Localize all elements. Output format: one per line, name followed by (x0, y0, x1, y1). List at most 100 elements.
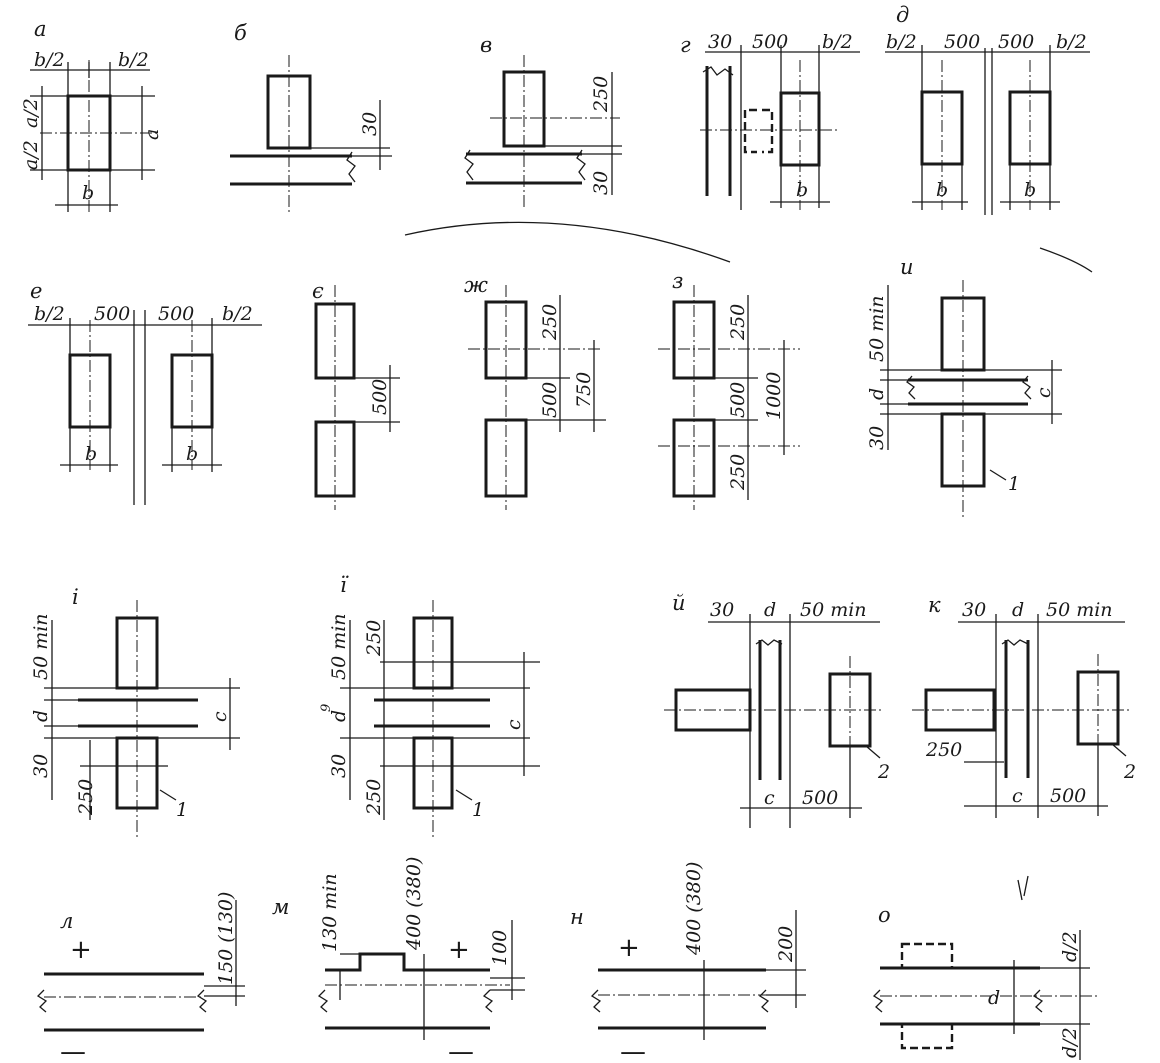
dim-50min: 50 min (30, 613, 52, 680)
dim-250-upper: 250 (727, 304, 749, 341)
dim-b2-right: b/2 (222, 303, 253, 325)
panel-i2: і 50 min d 30 250 c 1 (30, 585, 240, 840)
dim-200: 200 (775, 926, 797, 963)
dim-d2-lower: d/2 (1059, 1027, 1081, 1058)
panel-z: з 250 500 250 1000 (658, 269, 800, 510)
callout-2: 2 (877, 761, 890, 783)
panel-g: г 30 500 b/2 b (680, 31, 860, 210)
dim-500-right: 500 (998, 31, 1034, 53)
dim-500: 500 (752, 31, 788, 53)
sketch-arc (404, 221, 731, 263)
column-upper (314, 302, 356, 380)
dim-c: c (1033, 387, 1055, 398)
panel-label-a: а (34, 17, 47, 41)
panel-label-n: н (570, 905, 584, 929)
dim-b: b (796, 179, 808, 201)
panel-o: о d d/2 d/2 (872, 875, 1100, 1060)
panel-label-zh: ж (464, 273, 488, 297)
dim-30: 30 (866, 426, 888, 450)
panel-label-ye: є (312, 279, 324, 303)
dim-250: 250 (590, 76, 612, 113)
dim-50min: 50 min (1046, 599, 1113, 621)
dim-b2-right: b/2 (118, 49, 149, 71)
panel-v: в 250 30 (464, 33, 622, 210)
panel-label-k: к (928, 593, 941, 617)
dim-500: 500 (369, 379, 391, 415)
bracket-lower (900, 1022, 954, 1050)
panel-label-m: м (272, 895, 289, 919)
dim-30: 30 (962, 599, 986, 621)
panel-label-b: б (234, 21, 247, 45)
panel-label-d: д (896, 3, 909, 27)
panel-k: к 30 d 50 min 250 c 500 2 (912, 593, 1136, 818)
minus-sign: — (620, 1037, 646, 1063)
panel-i3: ї 50 min d 9 30 250 250 c 1 (319, 573, 540, 840)
dim-30: 30 (328, 754, 350, 778)
panel-label-i2: і (72, 585, 79, 609)
panel-n: н + — 400 (380) 200 (570, 862, 806, 1063)
dim-250: 250 (75, 779, 97, 816)
panel-y: й 30 d 50 min c 500 2 (664, 591, 890, 828)
panel-label-o: о (878, 903, 891, 927)
dim-a2-lower: a/2 (20, 140, 42, 170)
panel-zh: ж 250 500 750 (464, 273, 606, 510)
dim-400-380: 400 (380) (403, 857, 425, 951)
dim-30: 30 (30, 754, 52, 778)
dim-d: d (866, 388, 888, 400)
dim-d: d (764, 599, 776, 621)
panel-d: д b/2 500 500 b/2 b b (885, 3, 1090, 215)
dim-b-right: b (186, 443, 198, 465)
dim-30: 30 (359, 112, 381, 136)
dim-250: 250 (539, 304, 561, 341)
callout-1: 1 (176, 799, 188, 821)
dim-250-lower: 250 (363, 779, 385, 816)
panel-label-y: й (672, 591, 686, 615)
dim-c: c (764, 787, 775, 809)
dim-30: 30 (708, 31, 732, 53)
panel-label-i3: ї (340, 573, 349, 597)
dim-500: 500 (539, 382, 561, 418)
dim-d2-upper: d/2 (1059, 931, 1081, 962)
callout-2: 2 (1123, 761, 1136, 783)
dim-100: 100 (489, 930, 511, 966)
panel-a: а b/2 b/2 a/2 a/2 a b (20, 17, 163, 215)
bracket-upper (900, 942, 954, 970)
dim-250-lower: 250 (727, 454, 749, 491)
dim-b2-right: b/2 (1056, 31, 1087, 53)
plus-sign: + (448, 935, 470, 965)
minus-sign: — (448, 1037, 474, 1063)
dim-b-left: b (936, 179, 948, 201)
dim-a2-upper: a/2 (20, 98, 42, 128)
panel-label-e: е (30, 279, 42, 303)
dim-500: 500 (1050, 785, 1086, 807)
panel-label-l: л (60, 909, 73, 933)
dim-b2: b/2 (822, 31, 853, 53)
dim-b2-left: b/2 (34, 49, 65, 71)
dim-c: c (1012, 785, 1023, 807)
dim-400-380: 400 (380) (683, 862, 705, 956)
dim-d: d (1012, 599, 1024, 621)
dim-500: 500 (727, 382, 749, 418)
plus-sign: + (70, 935, 92, 965)
dim-50min: 50 min (866, 295, 888, 362)
panel-ye: є 500 (312, 279, 400, 510)
plus-sign: + (618, 933, 640, 963)
dim-500: 500 (802, 787, 838, 809)
panel-label-g: г (680, 33, 691, 57)
panel-label-z: з (672, 269, 683, 293)
dim-b2-left: b/2 (34, 303, 65, 325)
dim-b2-left: b/2 (886, 31, 917, 53)
panel-m: м + — 130 min 400 (380) 100 (272, 857, 525, 1063)
callout-1: 1 (472, 799, 484, 821)
dim-50min: 50 min (800, 599, 867, 621)
dim-d: d (988, 987, 1000, 1009)
dim-b-left: b (85, 443, 97, 465)
dim-a: a (141, 129, 163, 140)
dim-d: d (328, 710, 350, 722)
dim-c: c (209, 711, 231, 722)
dim-500-left: 500 (944, 31, 980, 53)
dim-130min: 130 min (319, 873, 341, 952)
dim-30: 30 (590, 171, 612, 195)
panel-i: и 50 min d 30 c 1 (866, 255, 1062, 520)
